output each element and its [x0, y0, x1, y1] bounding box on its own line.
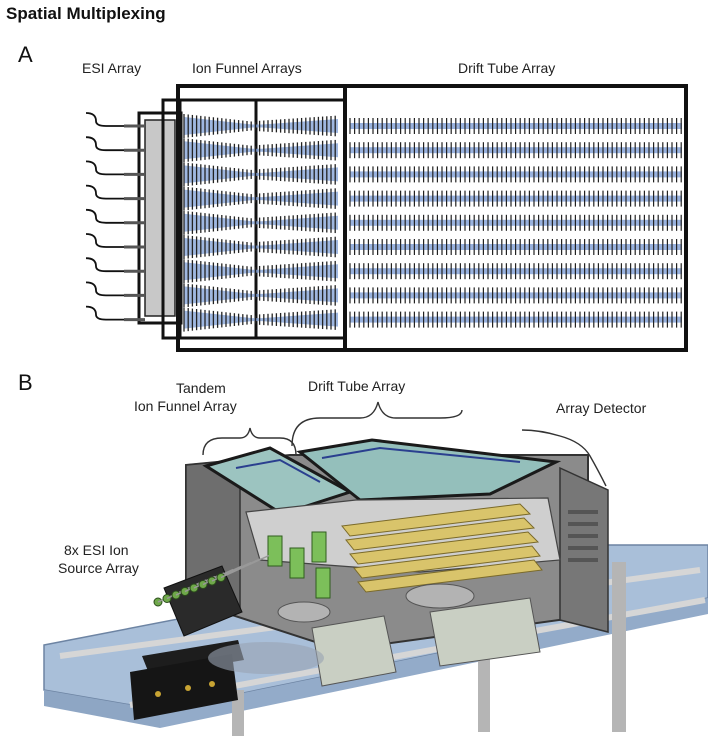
esi-emitter-wire: [85, 160, 124, 176]
drift-tube-array-label: Drift Tube Array: [458, 60, 556, 76]
esi-emitter-wire: [85, 305, 124, 321]
stage-base-disk: [208, 642, 324, 674]
esi-source-array: [153, 554, 270, 637]
funnel-lid-seal: [235, 458, 321, 483]
drift-tube-bundle: [341, 503, 543, 593]
panel-b-label: B: [18, 370, 33, 395]
drift-lid-glass: [296, 438, 562, 502]
panel-a-schematic: [85, 84, 688, 352]
esi-emitter-capillary: [220, 554, 270, 579]
brace-drift: [291, 401, 463, 447]
pump-left: [277, 601, 331, 623]
base-platform-front: [160, 598, 708, 728]
drift-tube-array-label-b: Drift Tube Array: [308, 378, 406, 394]
funnel-ion-beam: [184, 310, 338, 329]
foot-left: [311, 615, 397, 687]
detector-slots: [568, 510, 598, 562]
funnel-ion-beam: [184, 189, 338, 208]
esi-block-fill: [144, 119, 176, 317]
drift-lid-seal: [321, 446, 521, 463]
leg-right: [612, 562, 626, 732]
funnel-ion-beam: [184, 213, 338, 232]
esi-emitter-wire: [85, 233, 124, 248]
esi-emitter-wire: [85, 257, 124, 273]
array-detector-label: Array Detector: [556, 400, 647, 416]
funnel-ion-beam: [184, 262, 338, 281]
base-platform-front-left: [44, 690, 160, 728]
tandem-label-line1: Tandem: [176, 380, 226, 396]
brace-detector: [521, 429, 607, 487]
foot-right: [429, 597, 541, 667]
funnel-ion-beam: [184, 238, 338, 256]
ion-funnel-arrays-label: Ion Funnel Arrays: [192, 60, 302, 76]
funnel-ion-beam: [184, 117, 338, 135]
esi-array-label: ESI Array: [82, 60, 142, 76]
pump-right: [405, 583, 475, 609]
esi-emitter-wire: [85, 136, 124, 152]
leg-left: [232, 690, 244, 736]
esi-emitter-wire: [85, 208, 124, 224]
funnel-ion-beam: [184, 165, 338, 184]
esi-emitters: [153, 554, 270, 607]
channel-group: [85, 112, 682, 332]
brace-tandem: [202, 427, 297, 456]
esi-source-label-line1: 8x ESI Ion: [64, 542, 129, 558]
esi-emitter-wire: [85, 184, 124, 200]
funnel-ion-beam: [184, 141, 338, 160]
page-title: Spatial Multiplexing: [6, 4, 166, 23]
funnel-boards: [267, 531, 331, 599]
panel-a-label: A: [18, 42, 33, 67]
esi-emitter-wire: [85, 112, 124, 127]
drift-tube-outer-box: [176, 84, 688, 352]
funnel-ion-beam: [184, 286, 338, 305]
esi-emitter-wire: [85, 281, 124, 297]
tandem-label-line2: Ion Funnel Array: [134, 398, 237, 414]
esi-source-label-line2: Source Array: [58, 560, 139, 576]
